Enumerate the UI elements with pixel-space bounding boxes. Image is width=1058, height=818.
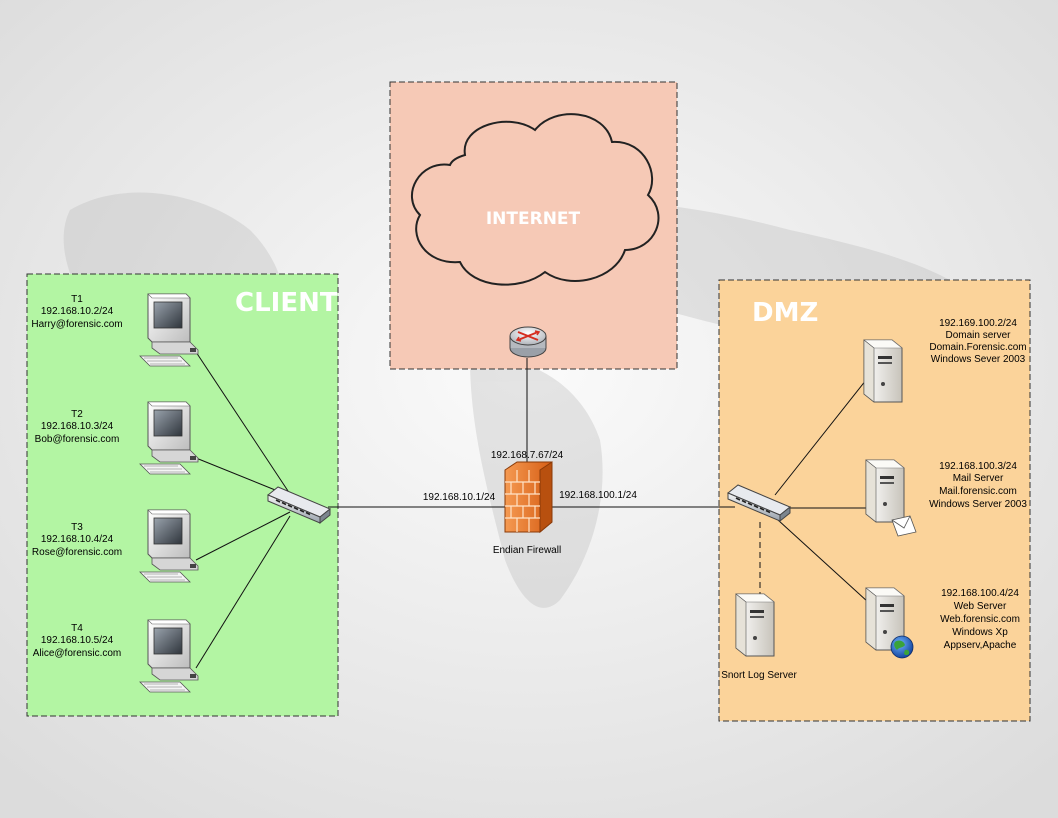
link-t3-switch bbox=[195, 511, 291, 561]
web-server-label: 192.168.100.4/24 Web Server Web.forensic… bbox=[940, 588, 1020, 651]
t4-label: T4 192.168.10.5/24 Alice@forensic.com bbox=[33, 623, 122, 659]
link-dmz-switch-domain bbox=[774, 374, 871, 496]
globe-icon bbox=[890, 635, 914, 659]
web-server-line-3: Web.forensic.com bbox=[940, 614, 1020, 625]
link-dmz-switch-web bbox=[777, 519, 869, 603]
mail-envelope-icon bbox=[891, 515, 917, 537]
link-t4-switch bbox=[195, 515, 291, 669]
t2-label: T2 192.168.10.3/24 Bob@forensic.com bbox=[35, 409, 120, 445]
firewall-client-ip: 192.168.10.1/24 bbox=[423, 492, 496, 503]
t1-name: T1 bbox=[71, 294, 83, 305]
link-t1-switch bbox=[195, 351, 291, 495]
t2-name: T2 bbox=[71, 409, 83, 420]
t3-name: T3 bbox=[71, 522, 83, 533]
t3-user: Rose@forensic.com bbox=[32, 547, 122, 558]
t1-user: Harry@forensic.com bbox=[31, 319, 122, 330]
router-icon[interactable] bbox=[509, 326, 547, 358]
t2-user: Bob@forensic.com bbox=[35, 434, 120, 445]
firewall-dmz-ip: 192.168.100.1/24 bbox=[559, 490, 637, 501]
domain-server-line-2: Domain server bbox=[945, 330, 1011, 341]
mail-server-line-3: Mail.forensic.com bbox=[939, 486, 1017, 497]
web-server-line-1: 192.168.100.4/24 bbox=[941, 588, 1019, 599]
domain-server-line-4: Windows Sever 2003 bbox=[931, 354, 1026, 365]
domain-server-label: 192.169.100.2/24 Domain server Domain.Fo… bbox=[929, 318, 1026, 365]
t3-label: T3 192.168.10.4/24 Rose@forensic.com bbox=[32, 522, 122, 558]
firewall-icon[interactable] bbox=[504, 461, 553, 534]
mail-server-line-2: Mail Server bbox=[953, 473, 1004, 484]
snort-log-server-icon[interactable] bbox=[735, 593, 775, 657]
snort-log-server-label: Snort Log Server bbox=[721, 670, 797, 681]
mail-server-icon[interactable] bbox=[865, 459, 905, 523]
connection-lines bbox=[195, 351, 871, 669]
firewall-name: Endian Firewall bbox=[493, 545, 561, 556]
mail-server-line-4: Windows Server 2003 bbox=[929, 499, 1027, 510]
t1-label: T1 192.168.10.2/24 Harry@forensic.com bbox=[31, 294, 122, 330]
dmz-zone-title: DMZ bbox=[752, 298, 818, 328]
client-zone-title: CLIENT bbox=[235, 288, 338, 318]
web-server-line-4: Windows Xp bbox=[952, 627, 1008, 638]
domain-server-line-3: Domain.Forensic.com bbox=[929, 342, 1026, 353]
web-server-line-5: Appserv,Apache bbox=[944, 640, 1017, 651]
internet-zone-title: INTERNET bbox=[486, 209, 581, 229]
t2-ip: 192.168.10.3/24 bbox=[41, 421, 114, 432]
t4-ip: 192.168.10.5/24 bbox=[41, 635, 114, 646]
mail-server-line-1: 192.168.100.3/24 bbox=[939, 461, 1017, 472]
firewall-wan-ip: 192.168.7.67/24 bbox=[491, 450, 564, 461]
t4-user: Alice@forensic.com bbox=[33, 648, 122, 659]
mail-server-label: 192.168.100.3/24 Mail Server Mail.forens… bbox=[929, 461, 1027, 510]
t1-ip: 192.168.10.2/24 bbox=[41, 306, 114, 317]
t4-name: T4 bbox=[71, 623, 83, 634]
web-server-line-2: Web Server bbox=[954, 601, 1007, 612]
internet-cloud bbox=[410, 113, 660, 286]
domain-server-line-1: 192.169.100.2/24 bbox=[939, 318, 1017, 329]
domain-server-icon[interactable] bbox=[863, 339, 903, 403]
t3-ip: 192.168.10.4/24 bbox=[41, 534, 114, 545]
